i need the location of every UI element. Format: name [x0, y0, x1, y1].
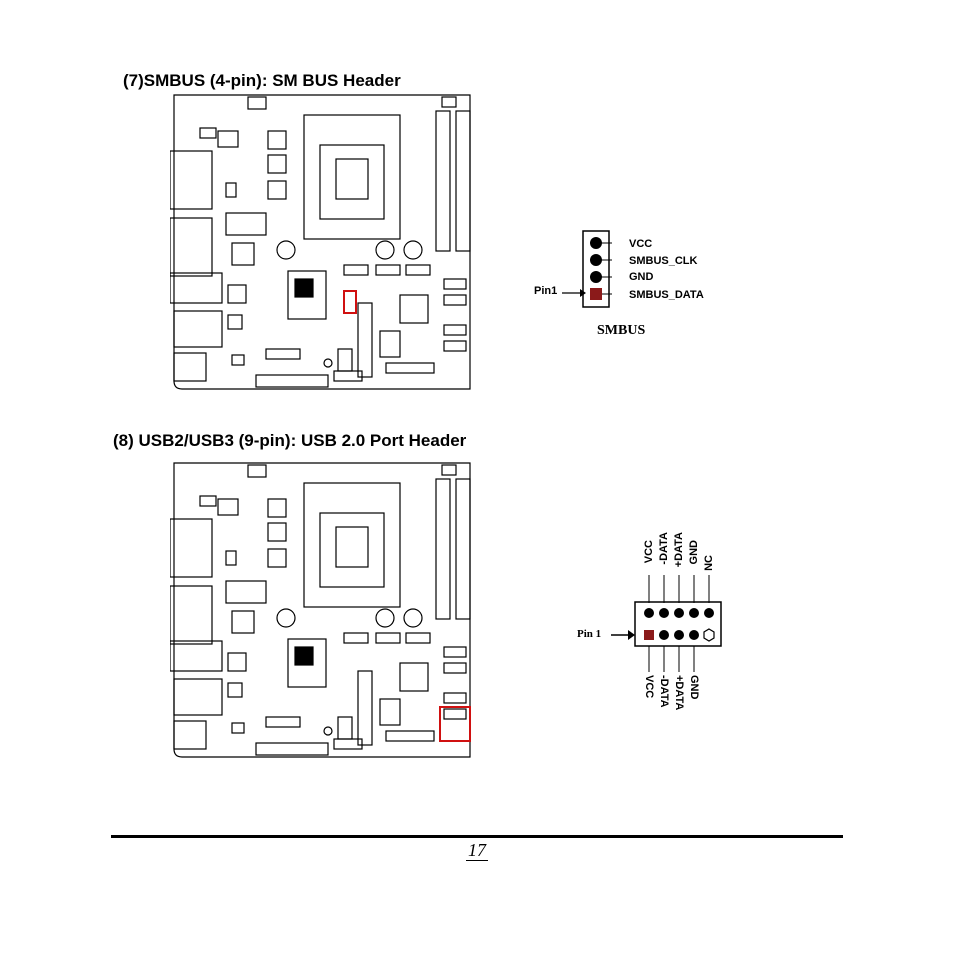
usb-pin1-arrow-icon	[611, 630, 635, 640]
footer-rule	[111, 835, 843, 838]
usb-bottom-pin-minus-data: -DATA	[658, 675, 670, 708]
usb-bottom-pin-plus-data: +DATA	[673, 675, 685, 711]
usb-pin1-marker	[644, 630, 654, 640]
page-number: 17	[0, 840, 954, 861]
smbus-pin1-label: Pin1	[534, 285, 558, 297]
usb-bottom-pin-vcc: VCC	[643, 675, 655, 699]
usb-pin-diagram	[634, 601, 722, 647]
smbus-pin-clk: SMBUS_CLK	[629, 255, 698, 267]
usb-top-pin-nc: NC	[703, 555, 715, 571]
smbus-highlight-box	[343, 290, 357, 314]
section-7-heading: (7)SMBUS (4-pin): SM BUS Header	[123, 71, 401, 90]
usb-top-pin-gnd: GND	[688, 540, 700, 565]
usb-top-pin-plus-data: +DATA	[673, 532, 685, 568]
usb-bottom-pin-gnd: GND	[688, 675, 700, 700]
usb-top-leads	[648, 575, 710, 603]
smbus-pin-gnd: GND	[629, 271, 654, 283]
usb-bottom-leads	[648, 646, 695, 672]
usb-top-pin-vcc: VCC	[643, 540, 655, 564]
pin1-arrow-icon	[562, 289, 586, 297]
usb-top-pin-minus-data: -DATA	[658, 532, 670, 565]
page-number-text: 17	[466, 840, 488, 861]
usb-highlight-box	[439, 706, 471, 742]
section-8-heading: (8) USB2/USB3 (9-pin): USB 2.0 Port Head…	[113, 431, 467, 450]
smbus-pin-diagram	[582, 230, 612, 308]
smbus-pin-data: SMBUS_DATA	[629, 289, 704, 301]
usb-pin1-label: Pin 1	[577, 628, 602, 640]
motherboard-diagram-smbus	[170, 94, 471, 390]
smbus-pin-vcc: VCC	[629, 238, 653, 250]
motherboard-diagram-usb	[170, 462, 471, 758]
smbus-caption: SMBUS	[597, 323, 646, 338]
pin1-marker	[590, 288, 602, 300]
